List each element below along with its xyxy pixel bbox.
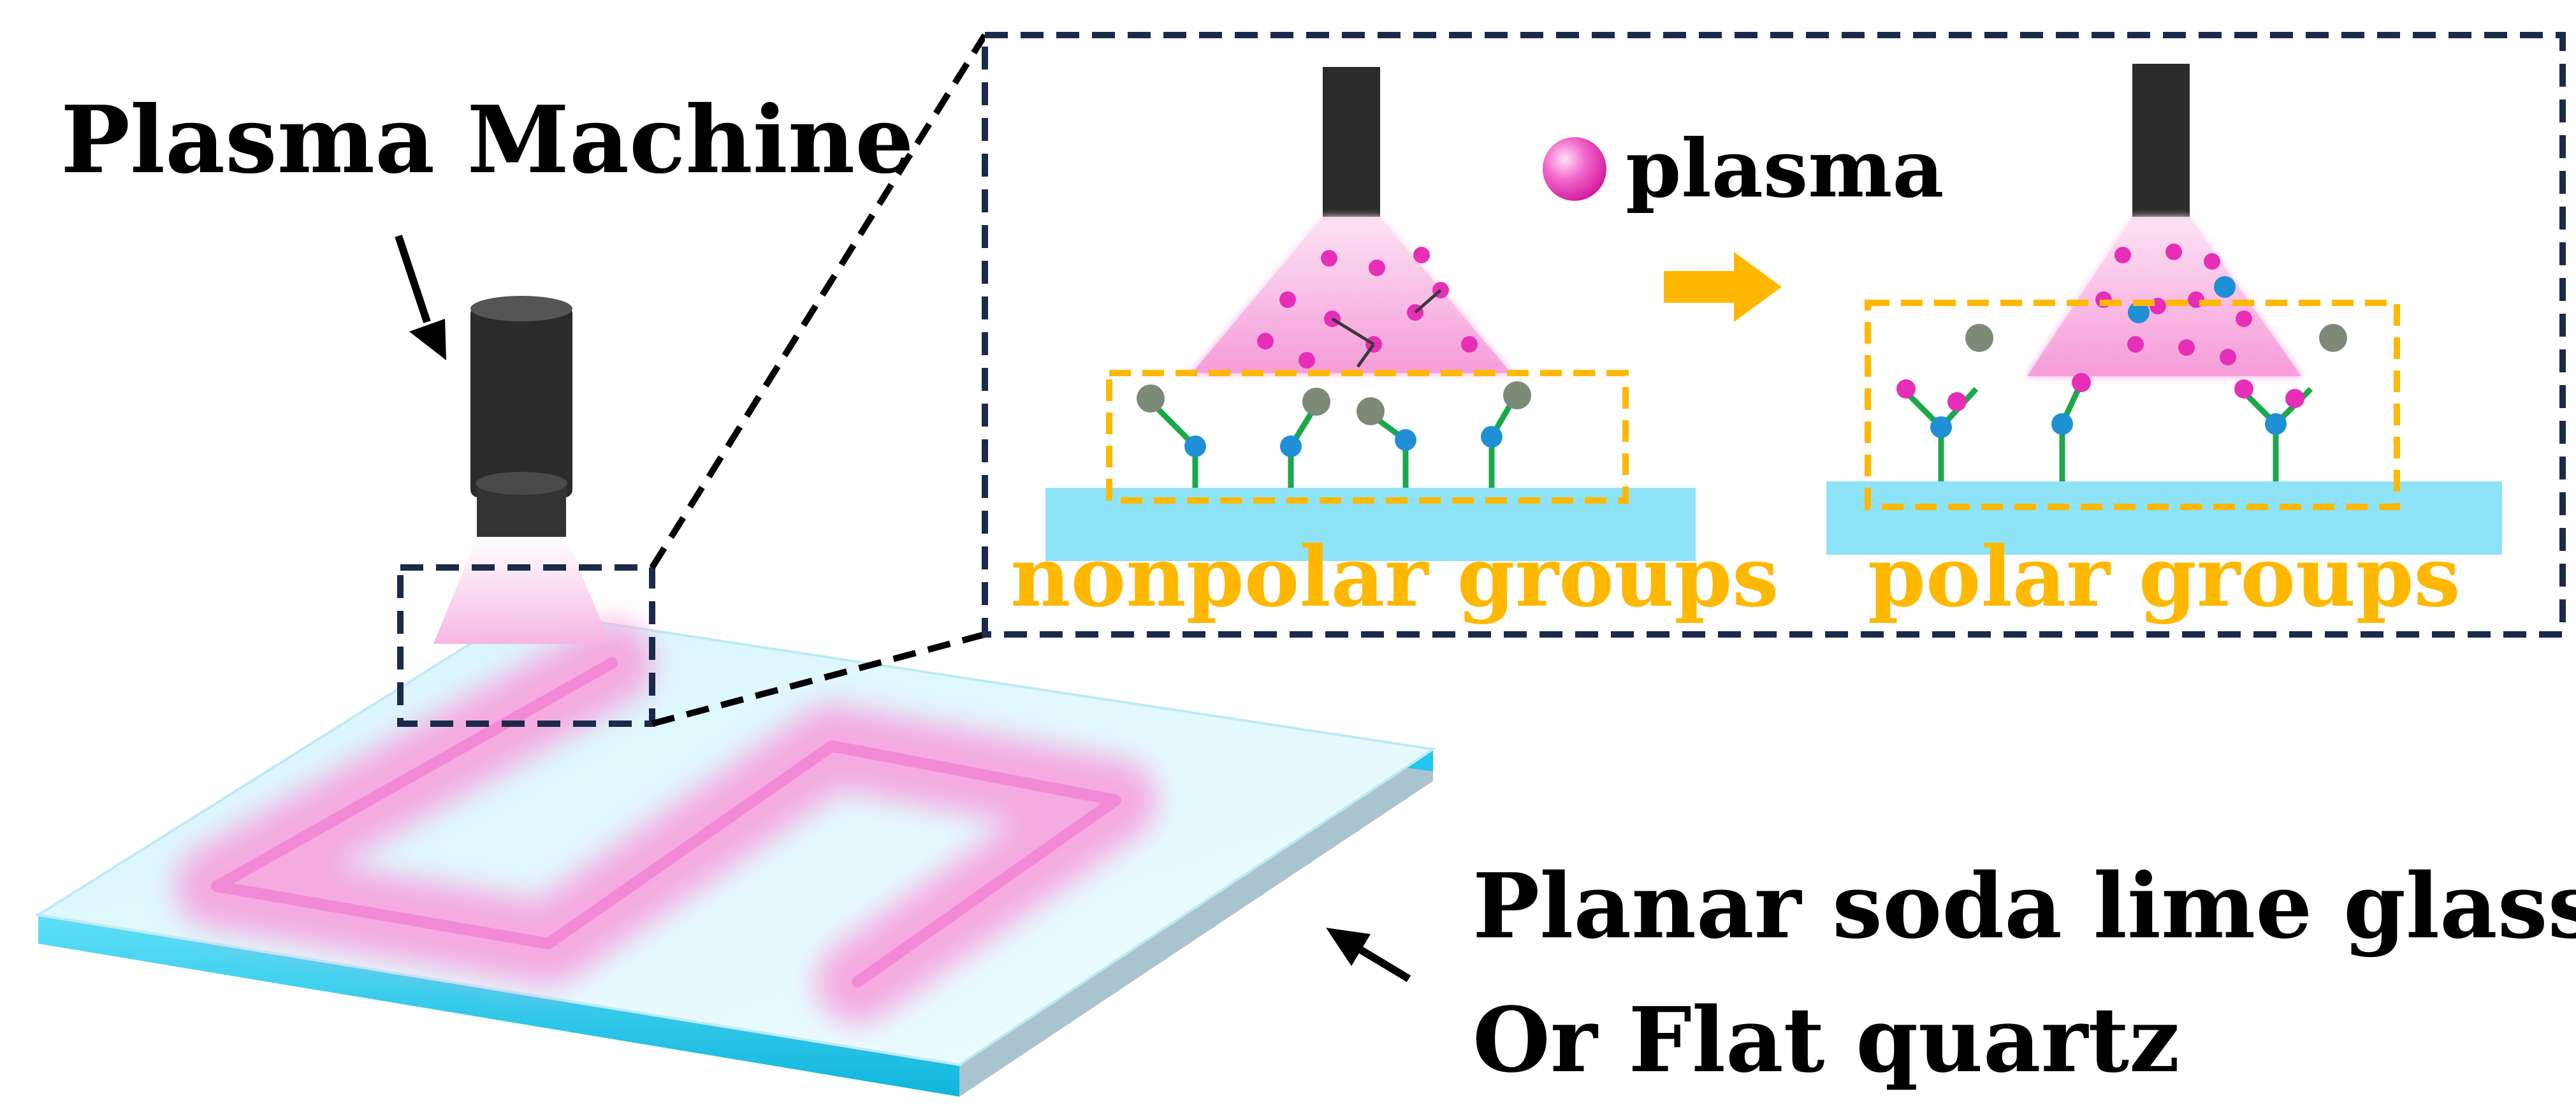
zoom-source-box (397, 564, 655, 727)
nonpolar-panel (1045, 67, 1696, 561)
plasma-legend (1543, 137, 1606, 201)
plasma-machine (433, 296, 611, 644)
nonpolar-label: nonpolar groups (1010, 528, 1779, 625)
machine-label: Plasma Machine (61, 86, 914, 194)
substrate-pointer-arrow (1326, 928, 1411, 983)
substrate-label-line2: Or Flat quartz (1473, 988, 2179, 1093)
machine-pointer-arrow (395, 235, 446, 360)
plasma-treated-path (175, 622, 1157, 1023)
substrate-label-line1: Planar soda lime glass (1473, 854, 2576, 959)
polar-panel (1826, 64, 2502, 555)
process-arrow (1664, 252, 1782, 322)
nonpolar-groups-box (1106, 370, 1629, 504)
polar-label: polar groups (1868, 528, 2461, 625)
plasma-legend-label: plasma (1626, 122, 1944, 216)
zoom-connector-bottom (651, 631, 986, 727)
polar-groups-box (1865, 300, 2400, 510)
